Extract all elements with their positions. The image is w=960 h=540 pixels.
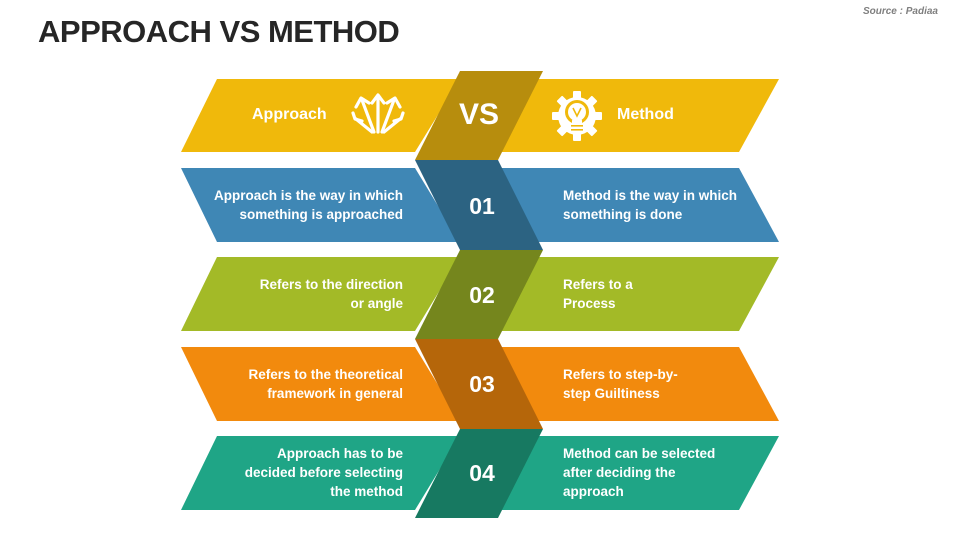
row-4-number: 04 (469, 460, 495, 486)
slide-title: APPROACH VS METHOD (38, 14, 400, 49)
source-note: Source : Padiaa (862, 6, 938, 17)
row-1-band-right (498, 168, 779, 242)
row-3-band-right (498, 347, 779, 421)
row-3-approach-text: Refers to the theoretical framework in g… (248, 367, 403, 401)
arrows-diverging-icon (351, 93, 405, 134)
header-band-center (415, 71, 543, 160)
row-3-band-left (181, 347, 460, 421)
header-band-left (181, 79, 460, 152)
row-1-approach-text: Approach is the way in which something i… (213, 188, 403, 222)
gear-lightbulb-icon (552, 91, 602, 141)
row-1-center (415, 160, 543, 250)
approach-header-label: Approach (252, 106, 327, 123)
vs-label: VS (458, 98, 500, 131)
row-3-center (415, 339, 543, 429)
header-band-right (498, 79, 779, 152)
row-3-method-text: Refers to step-by-step Guiltiness (563, 367, 678, 401)
row-2-number: 02 (469, 282, 495, 308)
row-4-band-left (181, 436, 460, 510)
row-2-band-right (498, 257, 779, 331)
row-2-approach-text: Refers to the direction or angle (259, 277, 403, 311)
row-1-band-left (181, 168, 460, 242)
row-4-center (415, 429, 543, 518)
row-1-method-text: Method is the way in which something is … (563, 188, 738, 222)
row-1-number: 01 (469, 193, 495, 219)
method-header-label: Method (617, 106, 674, 123)
row-3-number: 03 (469, 371, 495, 397)
row-4-method-text: Method can be selected after deciding th… (563, 446, 716, 499)
row-4-approach-text: Approach has to be decided before select… (244, 446, 403, 499)
row-2-band-left (181, 257, 460, 331)
row-2-center (415, 250, 543, 339)
row-2-method-text: Refers to a Process (563, 277, 633, 311)
row-4-band-right (498, 436, 779, 510)
